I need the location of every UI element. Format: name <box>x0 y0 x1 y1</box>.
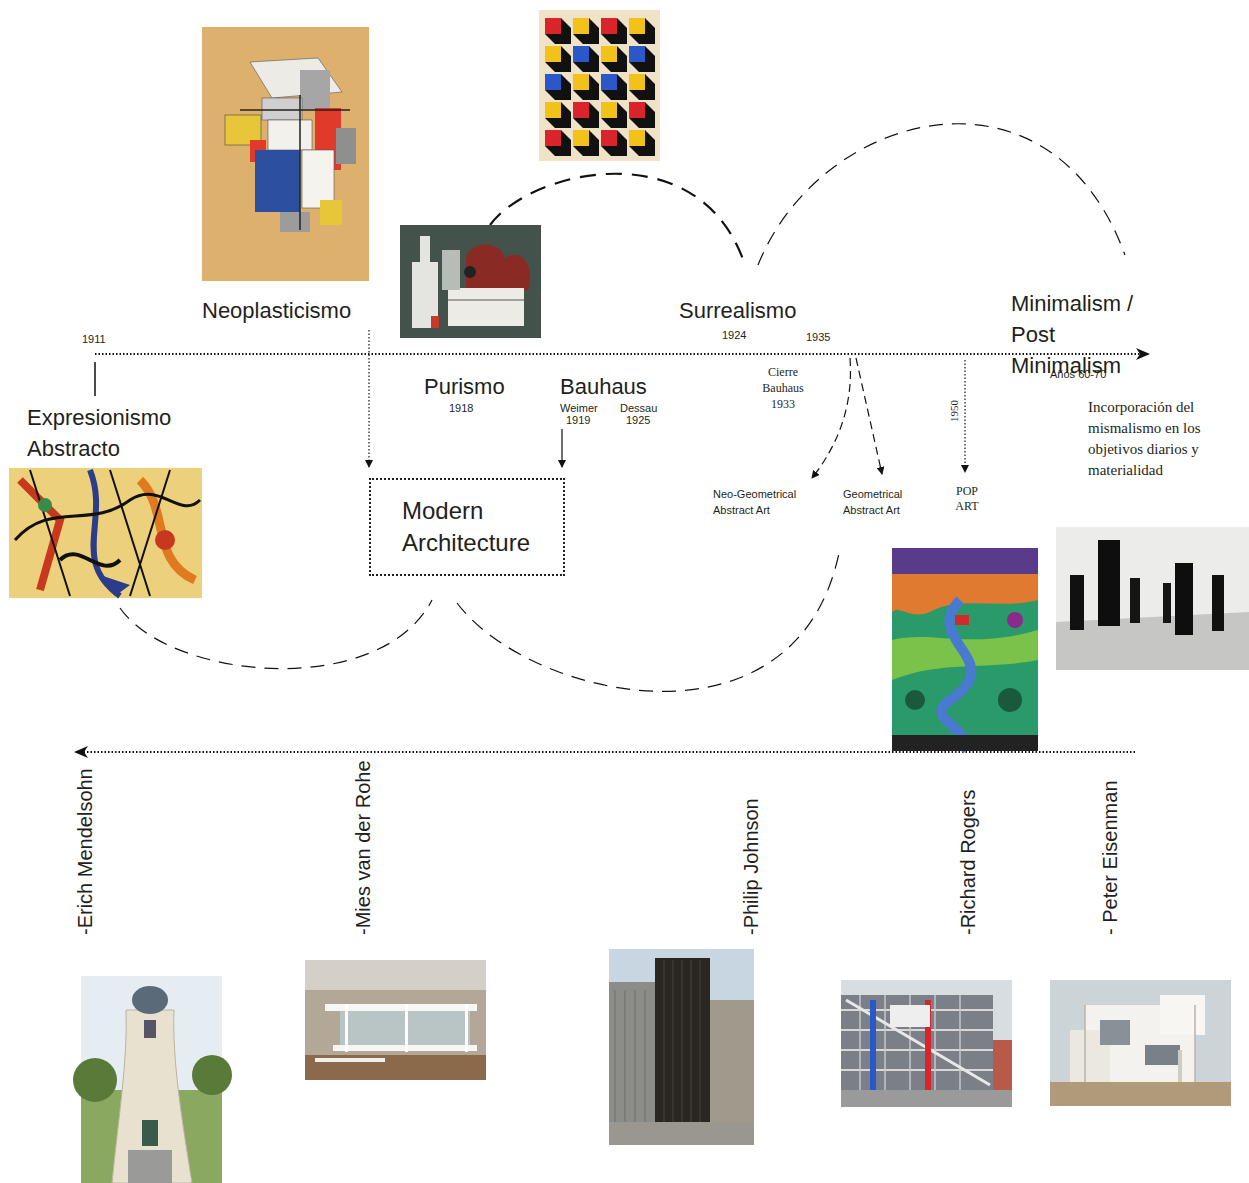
movement-label: Geometrical Abstract Art <box>843 486 923 518</box>
movement-label: Minimalism / Post Minimalism <box>1011 288 1168 381</box>
seagram-building-photo <box>609 949 754 1145</box>
movement-label: Neoplasticismo <box>202 298 351 324</box>
pompidou-centre-photo <box>841 980 1012 1107</box>
movement-label: Purismo <box>424 374 505 400</box>
movement-label: Bauhaus <box>560 374 647 400</box>
year-label: 1935 <box>806 331 830 344</box>
einstein-tower-photo <box>73 976 232 1183</box>
movement-label: Expresionismo Abstracto <box>27 402 207 464</box>
farnsworth-house-photo <box>305 960 486 1080</box>
eisenman-house-photo <box>1050 980 1231 1106</box>
movement-label: POP ART <box>947 484 987 514</box>
architect-name: -Richard Rogers <box>956 789 980 935</box>
leader-arrows <box>369 330 965 478</box>
movement-label: Neo-Geometrical Abstract Art <box>713 486 813 518</box>
period-label: Años 60-70 <box>1050 368 1106 381</box>
place-label: Dessau <box>620 402 657 415</box>
place-label: Weimer <box>560 402 598 415</box>
architect-name: -Mies van der Rohe <box>351 760 375 935</box>
movement-label: Surrealismo <box>679 298 796 324</box>
minimalist-sculpture-photo <box>1056 527 1249 670</box>
abstract-expressionism-painting <box>9 468 202 598</box>
year-label: 1918 <box>449 402 473 415</box>
event-note: Cierre Bauhaus 1933 <box>752 364 814 412</box>
neoplasticism-painting <box>202 27 369 281</box>
year-label: 1925 <box>626 414 650 427</box>
year-label: 1924 <box>722 329 746 342</box>
box-title: Modern Architecture <box>402 495 553 559</box>
pop-art-painting <box>892 548 1038 751</box>
year-label: 1950 <box>948 400 961 422</box>
year-label: 1919 <box>566 414 590 427</box>
year-label: 1911 <box>82 333 106 346</box>
architect-name: - Peter Eisenman <box>1098 780 1122 935</box>
architect-name: -Erich Mendelsohn <box>73 768 97 935</box>
architects-timeline <box>76 752 1135 753</box>
cube-pattern-painting <box>539 10 660 161</box>
architect-name: -Philip Johnson <box>739 798 763 935</box>
process-box: Modern Architecture <box>369 478 565 576</box>
purism-painting <box>400 225 541 338</box>
note-text: Incorporación del mismalismo en los obje… <box>1088 397 1228 481</box>
